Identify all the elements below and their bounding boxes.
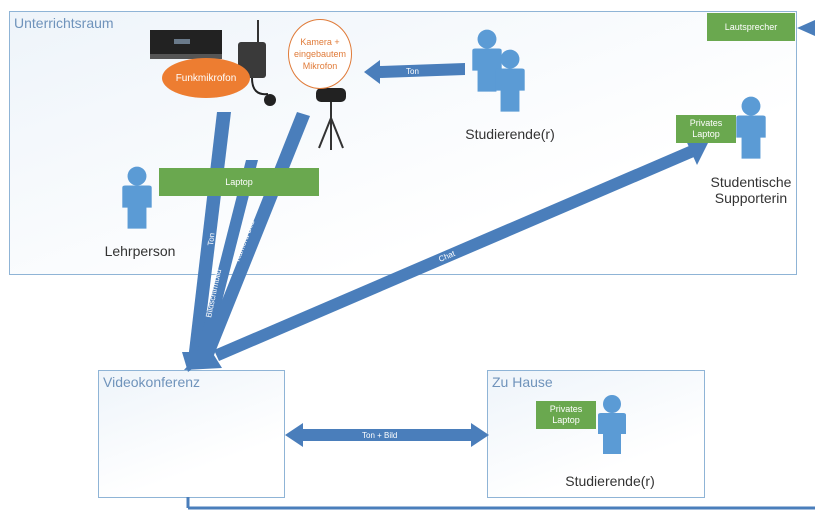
home-title: Zu Hause [492,374,553,390]
bodypack-illustration [238,20,276,106]
videoconference-title: Videokonferenz [103,374,201,390]
student-room-label: Studierende(r) [465,126,555,142]
student-home-label: Studierende(r) [565,473,655,489]
ton-bild-arrow [285,423,489,447]
ton-bild-label: Ton + Bild [362,431,397,440]
person-student-home [598,395,626,454]
bottom-connector-line [186,497,815,510]
supporter-label: Studentische Supporterin [710,174,792,206]
receiver-device-illustration [150,30,222,59]
person-supporter [736,96,766,159]
speaker-label: Lautsprecher [707,13,795,41]
bildschirm-arrow-down [195,160,258,360]
person-teacher [122,166,152,229]
private-laptop-home: Privates Laptop [536,401,596,429]
laptop-label: Laptop [159,168,319,196]
funkmikrofon-label: Funkmikrofon [162,58,250,98]
chat-arrow [184,136,709,370]
classroom-box: Unterrichtsraum [9,11,797,275]
speaker-arrowhead [797,20,815,36]
webcam-illustration [316,88,346,150]
ton-arrow-top [364,60,465,84]
classroom-title: Unterrichtsraum [14,15,114,31]
ton-top-label: Ton [406,67,419,76]
teacher-label: Lehrperson [104,243,176,259]
videoconference-box: Videokonferenz [98,370,285,498]
camera-callout: Kamera + eingebautem Mikrofon [288,19,352,89]
private-laptop-supporter: Privates Laptop [676,115,736,143]
home-box: Zu Hause [487,370,705,498]
ton-left-label: Ton [206,232,217,246]
